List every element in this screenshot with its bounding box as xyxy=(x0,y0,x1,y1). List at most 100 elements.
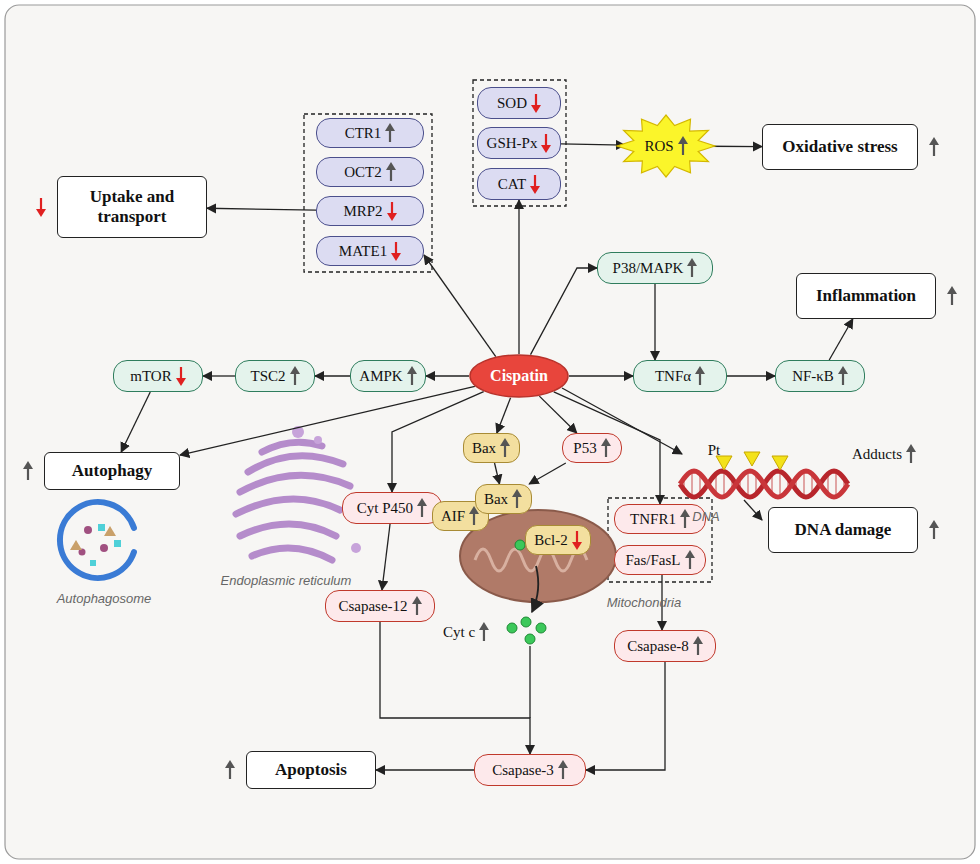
increase-arrow xyxy=(558,760,568,780)
label-text: Autophagosome xyxy=(57,591,152,606)
decrease-arrow xyxy=(36,197,46,217)
outcome-box: Autophagy xyxy=(44,452,180,490)
node-text: DNA damage xyxy=(795,520,892,540)
increase-arrow xyxy=(695,366,705,386)
connector-arrow xyxy=(561,144,625,145)
connector-arrow xyxy=(829,319,853,360)
molecule-box: MATE1 xyxy=(316,236,424,266)
connector-arrow xyxy=(569,375,633,376)
decrease-arrow xyxy=(541,133,551,153)
outcome-box: Inflammation xyxy=(796,273,936,319)
figure-label: Pt xyxy=(708,442,721,459)
connector-arrow xyxy=(376,769,474,770)
molecule-box: Csapase-8 xyxy=(614,630,716,662)
figure-label: Mitochondria xyxy=(607,595,681,610)
increase-arrow xyxy=(685,550,695,570)
increase-arrow xyxy=(385,123,395,143)
connector-arrow xyxy=(529,463,566,484)
molecule-box: OCT2 xyxy=(316,157,424,187)
molecule-box: AMPK xyxy=(350,360,426,392)
node-text: P38/MAPK xyxy=(613,260,684,277)
connector-arrow xyxy=(586,662,665,770)
connector-arrow xyxy=(495,463,500,484)
label-text: DNA xyxy=(692,509,719,524)
connector-arrow xyxy=(382,524,390,590)
label-text: Adducts xyxy=(852,446,902,463)
background-panel xyxy=(5,5,975,859)
node-text: mTOR xyxy=(130,368,171,385)
connector-arrow xyxy=(554,392,660,504)
molecule-box: TNFα xyxy=(633,360,727,392)
connector-arrow xyxy=(207,208,316,210)
decrease-arrow xyxy=(572,530,582,550)
increase-arrow xyxy=(693,636,703,656)
node-text: CTR1 xyxy=(345,125,382,142)
node-text: Fas/FasL xyxy=(625,552,680,569)
molecule-box: NF-κB xyxy=(775,360,865,392)
connector-arrow xyxy=(380,622,530,754)
figure-label: Adducts xyxy=(852,444,916,464)
node-text: Cyt P450 xyxy=(357,500,413,517)
increase-arrow xyxy=(838,366,848,386)
node-text: Bcl-2 xyxy=(534,532,567,549)
label-text: Endoplasmic reticulum xyxy=(221,573,352,588)
molecule-box: P38/MAPK xyxy=(597,252,713,284)
connector-arrow xyxy=(203,375,235,376)
group-bracket xyxy=(473,80,566,206)
increase-arrow xyxy=(290,366,300,386)
node-text: AMPK xyxy=(359,368,402,385)
node-text: CAT xyxy=(498,176,526,193)
decrease-arrow xyxy=(531,93,541,113)
decrease-arrow xyxy=(176,366,186,386)
molecule-box: SOD xyxy=(477,87,561,119)
dna-helix xyxy=(680,452,848,497)
outcome-box: DNA damage xyxy=(768,507,918,553)
connector-arrow xyxy=(426,375,469,376)
outcome-box: Apoptosis xyxy=(246,751,376,789)
node-text: ROS xyxy=(644,138,673,155)
cytochrome-c-dots xyxy=(507,617,546,644)
increase-arrow xyxy=(906,444,916,464)
increase-arrow xyxy=(386,162,396,182)
molecule-box: CAT xyxy=(477,168,561,200)
connector-arrow xyxy=(180,386,475,455)
molecule-box: Fas/FasL xyxy=(614,545,706,575)
increase-arrow xyxy=(929,520,939,540)
cyt-c-line xyxy=(529,646,530,718)
increase-arrow xyxy=(225,760,235,780)
increase-arrow xyxy=(687,258,697,278)
node-text: NF-κB xyxy=(792,368,834,385)
node-text: Csapase-8 xyxy=(627,638,689,655)
decrease-arrow xyxy=(391,241,401,261)
node-text: Oxidative stress xyxy=(782,137,897,157)
node-text: Bax xyxy=(472,440,496,457)
molecule-box: Bax xyxy=(475,484,532,514)
connector-arrow xyxy=(121,392,150,452)
dna-damage-line xyxy=(744,500,762,520)
molecule-box: mTOR xyxy=(113,360,203,392)
increase-arrow xyxy=(479,622,489,642)
molecule-box: P53 xyxy=(562,433,622,463)
node-text: MRP2 xyxy=(343,203,382,220)
increase-arrow xyxy=(23,461,33,481)
increase-arrow xyxy=(417,498,427,518)
molecule-box: GSH-Px xyxy=(477,127,561,159)
molecule-box: TNFR1 xyxy=(614,504,706,534)
molecule-box: Bax xyxy=(463,433,520,463)
increase-arrow xyxy=(680,509,690,529)
drug-ellipse: Cispatin xyxy=(469,354,569,398)
node-text: MATE1 xyxy=(339,243,387,260)
molecule-box: CTR1 xyxy=(316,118,424,148)
node-text: SOD xyxy=(497,95,527,112)
decrease-arrow xyxy=(530,174,540,194)
ros-star: ROS xyxy=(616,114,716,178)
connector-arrow xyxy=(530,268,597,355)
increase-arrow xyxy=(601,438,611,458)
node-text: OCT2 xyxy=(344,164,382,181)
label-text: Cyt c xyxy=(443,624,475,641)
molecule-box: TSC2 xyxy=(235,360,315,392)
outcome-box: Uptake and transport xyxy=(57,176,207,238)
node-text: GSH-Px xyxy=(487,135,538,152)
decrease-arrow xyxy=(387,201,397,221)
